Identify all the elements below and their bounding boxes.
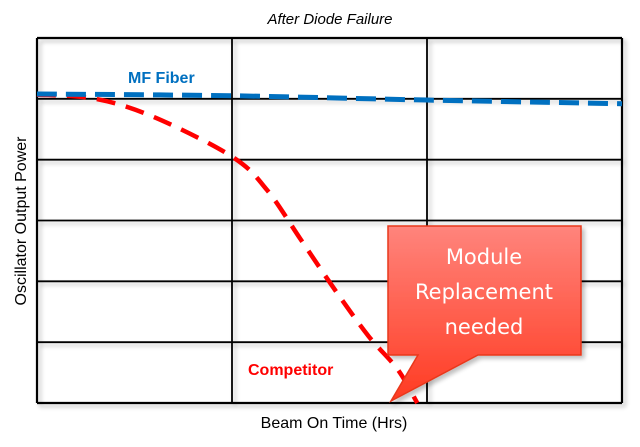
series-line-competitor: [36, 92, 420, 405]
callout-bubble: [387, 225, 582, 403]
callout-line-2: Replacement: [415, 280, 553, 304]
series-layer: [36, 91, 623, 405]
series-line-mf-fiber: [36, 91, 623, 107]
y-axis-label: Oscillator Output Power: [13, 136, 30, 306]
competitor-label: Competitor: [248, 362, 333, 379]
callout-line-3: needed: [445, 315, 524, 339]
callout-line-1: Module: [446, 245, 522, 269]
callout-module-replacement: Module Replacement needed: [387, 225, 582, 403]
chart-title: After Diode Failure: [266, 11, 392, 28]
x-axis-label: Beam On Time (Hrs): [261, 415, 408, 432]
mf-fiber-label: MF Fiber: [128, 70, 195, 87]
